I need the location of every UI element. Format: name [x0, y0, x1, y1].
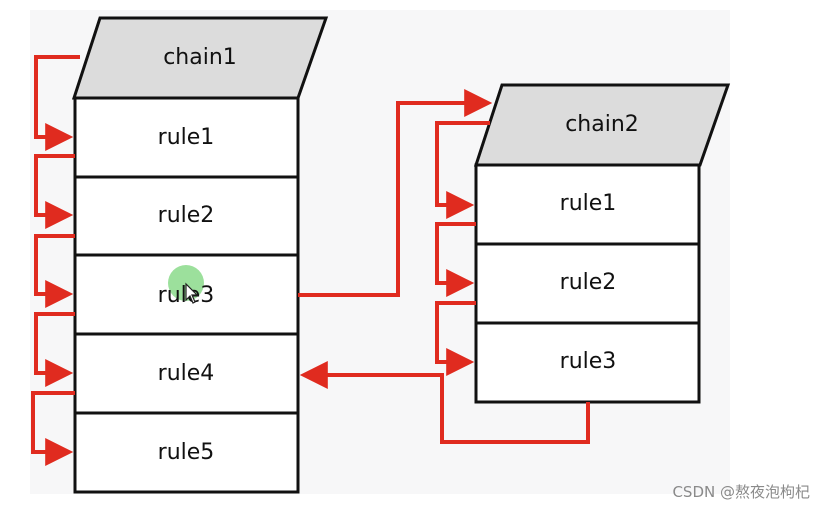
arrow-c1-rule1-to-rule2 [34, 154, 75, 229]
chain2-rule3-box [474, 321, 701, 404]
chain1-rule4-label: rule4 [158, 361, 215, 386]
chain1-group: chain1 rule1 rule2 rule3 rule4 rule5 [71, 16, 329, 494]
chain2-rule1-label: rule1 [560, 191, 617, 216]
chain1-rule5-box [73, 411, 300, 494]
chain2-rule1-box [474, 163, 701, 246]
arrow-c2-rule2-to-rule3 [435, 301, 476, 376]
watermark: CSDN @熬夜泡枸杞 [672, 483, 810, 501]
chain1-rule2-label: rule2 [158, 203, 215, 228]
mouse-pointer-icon [185, 282, 199, 304]
chain1-rule2-box [73, 175, 300, 257]
arrow-chain1-to-rule1 [34, 55, 80, 151]
arrow-c1-rule3-to-rule4 [34, 312, 75, 387]
arrow-c1-rule2-to-rule3 [34, 234, 75, 308]
arrow-c2-rule1-to-rule2 [435, 222, 476, 297]
arrow-c1-rule4-to-rule5 [31, 391, 75, 466]
chain2-title: chain2 [565, 112, 639, 137]
chain2-rule3-label: rule3 [560, 349, 617, 374]
arrow-chain2-to-rule1 [435, 121, 490, 219]
cursor-highlight [168, 265, 204, 301]
chain1-rule4-box [73, 332, 300, 415]
chain2-group: chain2 rule1 rule2 rule3 [473, 83, 731, 404]
arrows [31, 55, 590, 466]
chain1-rule5-label: rule5 [158, 440, 215, 465]
arrow-chain2-return-to-c1-rule4 [299, 361, 590, 444]
arrow-c1-rule3-to-chain2 [298, 89, 493, 297]
chain1-title: chain1 [163, 45, 237, 70]
chain1-rule1-label: rule1 [158, 125, 215, 150]
chain2-rule2-label: rule2 [560, 270, 617, 295]
